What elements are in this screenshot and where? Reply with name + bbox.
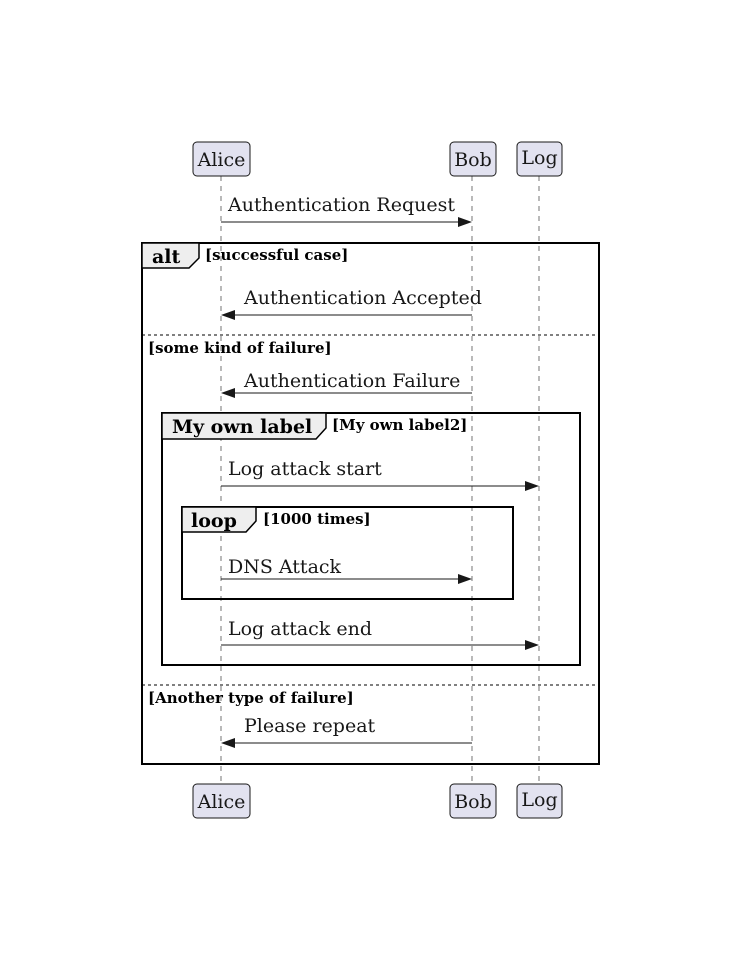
participant-box (449, 141, 497, 177)
message-log-attack-start: Log attack start (221, 458, 539, 491)
group-tab (161, 412, 327, 440)
group-label: My own label (172, 416, 312, 438)
alt-guard: [successful case] (205, 246, 348, 264)
participant-label: Log (521, 147, 557, 169)
alt-label: alt (152, 246, 181, 268)
participant-box (449, 783, 497, 819)
participant-box (192, 783, 251, 819)
participant-box (192, 141, 251, 177)
alt-tab (141, 242, 200, 269)
message-label: Please repeat (244, 715, 376, 737)
message-label: Authentication Failure (243, 370, 460, 392)
alt-else-guard: [Another type of failure] (148, 689, 354, 707)
message-authentication-failure: Authentication Failure (221, 370, 472, 398)
message-label: Authentication Accepted (243, 287, 482, 309)
alt-frame (141, 242, 600, 765)
group-fragment: My own label [My own label2] (161, 412, 581, 666)
group-guard: [My own label2] (332, 416, 467, 434)
message-dns-attack: DNS Attack (221, 556, 472, 584)
participant-alice-bottom[interactable]: Alice (192, 783, 251, 819)
participant-bob-top[interactable]: Bob (449, 141, 497, 177)
participant-box (516, 783, 563, 819)
loop-label: loop (191, 510, 237, 532)
group-frame (161, 412, 581, 666)
participant-label: Log (521, 789, 557, 811)
arrowhead-left-icon (221, 310, 235, 320)
message-label: Authentication Request (227, 194, 455, 216)
loop-guard: [1000 times] (263, 510, 371, 528)
message-label: DNS Attack (228, 556, 342, 578)
arrowhead-right-icon (525, 640, 539, 650)
participant-label: Alice (197, 791, 246, 813)
participant-alice-top[interactable]: Alice (192, 141, 251, 177)
loop-frame (181, 506, 514, 600)
message-authentication-request: Authentication Request (221, 194, 472, 227)
participant-box (516, 141, 563, 177)
arrowhead-left-icon (221, 738, 235, 748)
participant-log-top[interactable]: Log (516, 141, 563, 177)
arrowhead-right-icon (458, 574, 472, 584)
alt-fragment: alt [successful case] (141, 242, 600, 765)
participant-label: Bob (454, 149, 492, 171)
participant-log-bottom[interactable]: Log (516, 783, 563, 819)
participant-label: Bob (454, 791, 492, 813)
message-label: Log attack start (228, 458, 382, 480)
message-label: Log attack end (228, 618, 372, 640)
participant-bob-bottom[interactable]: Bob (449, 783, 497, 819)
message-authentication-accepted: Authentication Accepted (221, 287, 482, 320)
loop-tab (181, 506, 257, 533)
message-please-repeat: Please repeat (221, 715, 472, 748)
arrowhead-left-icon (221, 388, 235, 398)
loop-fragment: loop [1000 times] (181, 506, 514, 600)
arrowhead-right-icon (525, 481, 539, 491)
participant-label: Alice (197, 149, 246, 171)
alt-else-guard: [some kind of failure] (148, 339, 332, 357)
message-log-attack-end: Log attack end (221, 618, 539, 650)
arrowhead-right-icon (458, 217, 472, 227)
